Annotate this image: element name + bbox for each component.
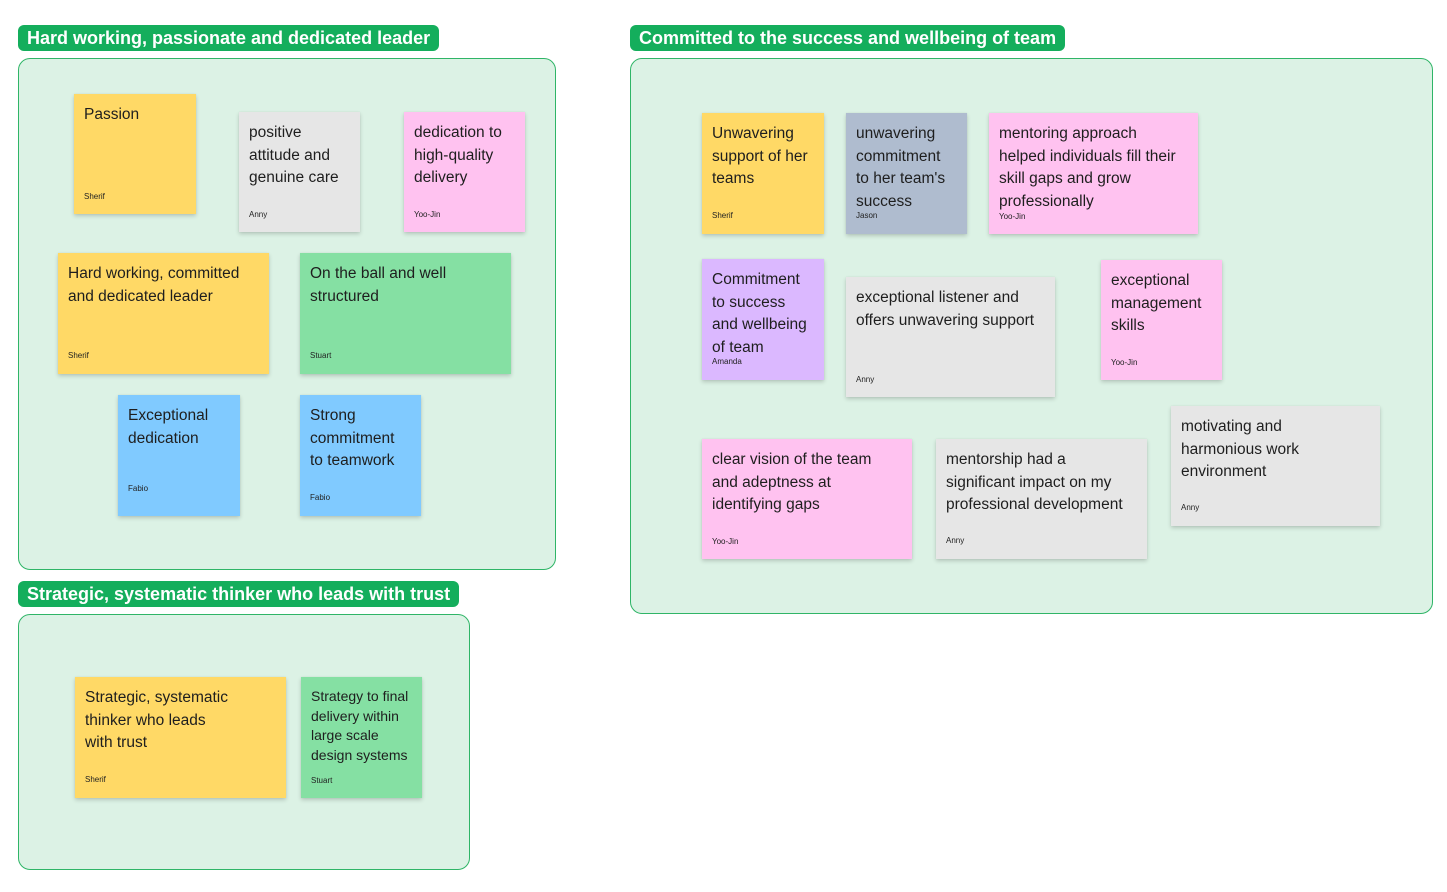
sticky-note[interactable]: mentoring approach helped individuals fi… [989,113,1198,234]
sticky-text: Hard working, committed and dedicated le… [68,265,240,305]
sticky-text: Strong commitment to teamwork [310,407,395,470]
sticky-author: Anny [1181,503,1200,512]
sticky-author: Anny [856,375,875,384]
sticky-note[interactable]: Strategic, systematic thinker who leads … [75,677,286,798]
sticky-text: mentorship had a significant impact on m… [946,451,1123,514]
sticky-author: Amanda [712,357,742,366]
sticky-note[interactable]: Exceptional dedication Fabio [118,395,240,516]
section-title-committed-team[interactable]: Committed to the success and wellbeing o… [630,25,1066,51]
sticky-note[interactable]: exceptional management skills Yoo-Jin [1101,260,1222,380]
sticky-note[interactable]: On the ball and well structured Stuart [300,253,511,374]
sticky-text: Exceptional dedication [128,407,209,447]
sticky-author: Fabio [310,493,331,502]
sticky-note[interactable]: exceptional listener and offers unwaveri… [846,277,1055,397]
sticky-note[interactable]: dedication to high-quality delivery Yoo-… [404,112,525,232]
sticky-note[interactable]: unwavering commitment to her team's succ… [846,113,967,234]
sticky-note[interactable]: positive attitude and genuine care Anny [239,112,360,232]
sticky-note[interactable]: Hard working, committed and dedicated le… [58,253,269,374]
sticky-author: Yoo-Jin [1111,358,1138,367]
sticky-note[interactable]: motivating and harmonious work environme… [1171,406,1380,526]
sticky-note[interactable]: Strategy to final delivery within large … [301,677,422,798]
sticky-text: mentoring approach helped individuals fi… [999,125,1176,210]
sticky-text: unwavering commitment to her team's succ… [856,125,946,210]
sticky-author: Yoo-Jin [414,210,441,219]
sticky-text: exceptional management skills [1111,272,1202,335]
sticky-text: positive attitude and genuine care [249,124,339,187]
sticky-text: Passion [84,106,140,123]
sticky-author: Sherif [84,192,105,201]
sticky-author: Sherif [712,211,733,220]
sticky-author: Stuart [310,351,332,360]
sticky-text: Strategic, systematic thinker who leads … [85,689,228,752]
sticky-author: Yoo-Jin [712,537,739,546]
sticky-text: Unwavering support of her teams [712,125,808,188]
sticky-note[interactable]: Strong commitment to teamwork Fabio [300,395,421,516]
section-title-strategic-thinker[interactable]: Strategic, systematic thinker who leads … [18,581,460,607]
sticky-note[interactable]: Commitment to success and wellbeing of t… [702,259,824,380]
sticky-note[interactable]: clear vision of the team and adeptness a… [702,439,912,559]
sticky-text: Commitment to success and wellbeing of t… [712,271,807,356]
sticky-author: Anny [946,536,965,545]
sticky-text: exceptional listener and offers unwaveri… [856,289,1035,329]
sticky-author: Yoo-Jin [999,212,1026,221]
sticky-text: motivating and harmonious work environme… [1181,418,1300,481]
sticky-author: Stuart [311,776,333,785]
sticky-author: Anny [249,210,268,219]
sticky-text: dedication to high-quality delivery [414,124,502,187]
sticky-note[interactable]: Passion Sherif [74,94,196,214]
sticky-author: Sherif [85,775,106,784]
sticky-text: Strategy to final delivery within large … [311,688,409,764]
sticky-note[interactable]: Unwavering support of her teams Sherif [702,113,824,234]
sticky-note[interactable]: mentorship had a significant impact on m… [936,439,1147,559]
sticky-author: Sherif [68,351,89,360]
sticky-author: Jason [856,211,878,220]
sticky-text: clear vision of the team and adeptness a… [712,451,872,514]
sticky-author: Fabio [128,484,149,493]
sticky-text: On the ball and well structured [310,265,447,305]
section-title-hard-working[interactable]: Hard working, passionate and dedicated l… [18,25,440,51]
